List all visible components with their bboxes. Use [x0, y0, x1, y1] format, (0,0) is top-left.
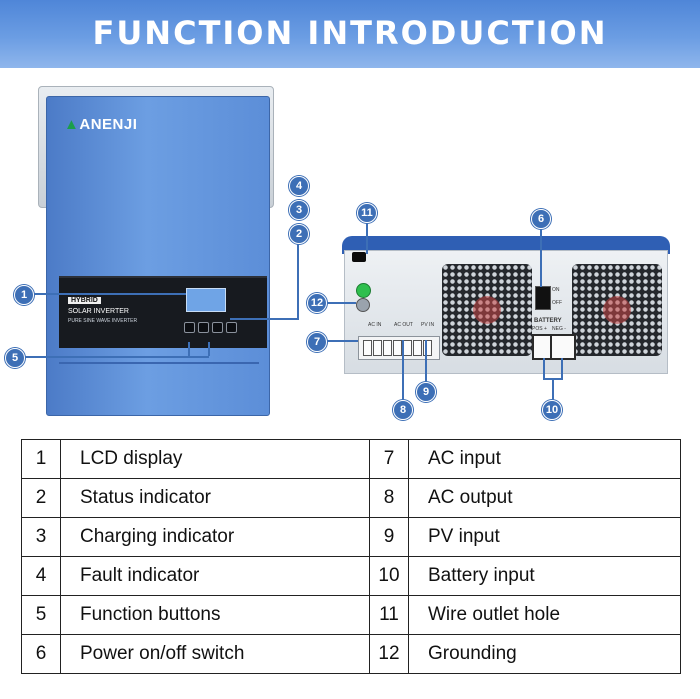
terminal-slot [403, 340, 412, 356]
table-row: 5 Function buttons 11 Wire outlet hole [21, 595, 681, 635]
fan-right-hub [603, 296, 631, 324]
grounding-screw [356, 298, 370, 312]
leader-line-5a [188, 342, 190, 356]
callout-11: 11 [357, 203, 377, 223]
battery-neg-label: NEG - [552, 326, 566, 332]
battery-label: BATTERY [534, 318, 562, 324]
leader-line-9 [425, 340, 427, 382]
legend-label: LCD display [60, 439, 370, 479]
legend-number: 1 [21, 439, 61, 479]
terminal-slot [363, 340, 372, 356]
fan-grille-left [442, 264, 532, 356]
terminal-slot [373, 340, 382, 356]
callout-5: 5 [5, 348, 25, 368]
function-button-3 [212, 322, 223, 333]
switch-off-label: OFF [552, 300, 562, 306]
legend-label: Function buttons [60, 595, 370, 635]
terminal-slot [423, 340, 432, 356]
callout-4: 4 [289, 176, 309, 196]
legend-label: Battery input [408, 556, 681, 596]
table-row: 4 Fault indicator 10 Battery input [21, 556, 681, 596]
lcd-display [186, 288, 226, 312]
callout-9: 9 [416, 382, 436, 402]
callout-3: 3 [289, 200, 309, 220]
terminal-slot [393, 340, 402, 356]
callout-7: 7 [307, 332, 327, 352]
leader-line-12 [326, 302, 356, 304]
front-control-panel [59, 276, 267, 348]
ac-in-label: AC IN [368, 322, 382, 328]
terminal-slot [413, 340, 422, 356]
header-banner [0, 0, 700, 68]
fan-left-hub [473, 296, 501, 324]
legend-number: 3 [21, 517, 61, 557]
terminal-block [358, 336, 440, 360]
leader-line-7 [326, 340, 358, 342]
legend-number: 9 [369, 517, 409, 557]
legend-number: 8 [369, 478, 409, 518]
switch-on-label: ON [552, 287, 560, 293]
callout-2: 2 [289, 224, 309, 244]
brand-logo: ▲ANENJI [64, 116, 138, 133]
panel-subtitle: PURE SINE WAVE INVERTER [68, 318, 138, 324]
legend-label: Grounding [408, 634, 681, 674]
wire-outlet-hole [352, 252, 366, 262]
legend-number: 11 [369, 595, 409, 635]
terminal-slot [383, 340, 392, 356]
legend-label: Wire outlet hole [408, 595, 681, 635]
legend-label: Power on/off switch [60, 634, 370, 674]
pv-in-label: PV IN [421, 322, 435, 328]
leader-line-2 [297, 243, 299, 320]
callout-10: 10 [542, 400, 562, 420]
leader-line-2b [230, 318, 299, 320]
function-legend-table: 1 LCD display 7 AC input 2 Status indica… [21, 439, 681, 674]
ground-indicator [356, 283, 371, 298]
function-button-4 [226, 322, 237, 333]
leader-line-10a [543, 358, 545, 378]
ac-out-label: AC OUT [394, 322, 413, 328]
leader-line-1 [34, 293, 186, 295]
table-row: 1 LCD display 7 AC input [21, 439, 681, 479]
page-title: FUNCTION INTRODUCTION [92, 14, 608, 52]
table-row: 3 Charging indicator 9 PV input [21, 517, 681, 557]
table-row: 6 Power on/off switch 12 Grounding [21, 634, 681, 674]
legend-number: 2 [21, 478, 61, 518]
chassis-stripe [59, 362, 259, 364]
battery-pos-label: POS + [532, 326, 547, 332]
leader-line-5 [23, 356, 209, 358]
callout-6: 6 [531, 209, 551, 229]
leader-line-11 [366, 221, 368, 254]
leader-line-5b [208, 342, 210, 356]
legend-number: 10 [369, 556, 409, 596]
leader-line-8 [402, 340, 404, 400]
legend-label: PV input [408, 517, 681, 557]
legend-number: 5 [21, 595, 61, 635]
legend-number: 12 [369, 634, 409, 674]
legend-number: 7 [369, 439, 409, 479]
function-button-2 [198, 322, 209, 333]
function-button-1 [184, 322, 195, 333]
legend-label: Fault indicator [60, 556, 370, 596]
panel-tag: HYBRID [68, 297, 101, 304]
panel-title: SOLAR INVERTER [68, 308, 129, 315]
legend-label: AC input [408, 439, 681, 479]
leader-line-6 [540, 227, 542, 287]
legend-number: 6 [21, 634, 61, 674]
leader-line-10b [561, 358, 563, 378]
legend-label: Status indicator [60, 478, 370, 518]
fan-grille-right [572, 264, 662, 356]
callout-8: 8 [393, 400, 413, 420]
battery-terminal-negative [550, 334, 576, 360]
table-row: 2 Status indicator 8 AC output [21, 478, 681, 518]
legend-label: Charging indicator [60, 517, 370, 557]
legend-label: AC output [408, 478, 681, 518]
leader-line-10d [552, 378, 554, 400]
inverter-front-image [46, 96, 270, 416]
callout-12: 12 [307, 293, 327, 313]
rear-unit-cover [342, 236, 670, 254]
power-switch [535, 286, 551, 310]
callout-1: 1 [14, 285, 34, 305]
legend-number: 4 [21, 556, 61, 596]
